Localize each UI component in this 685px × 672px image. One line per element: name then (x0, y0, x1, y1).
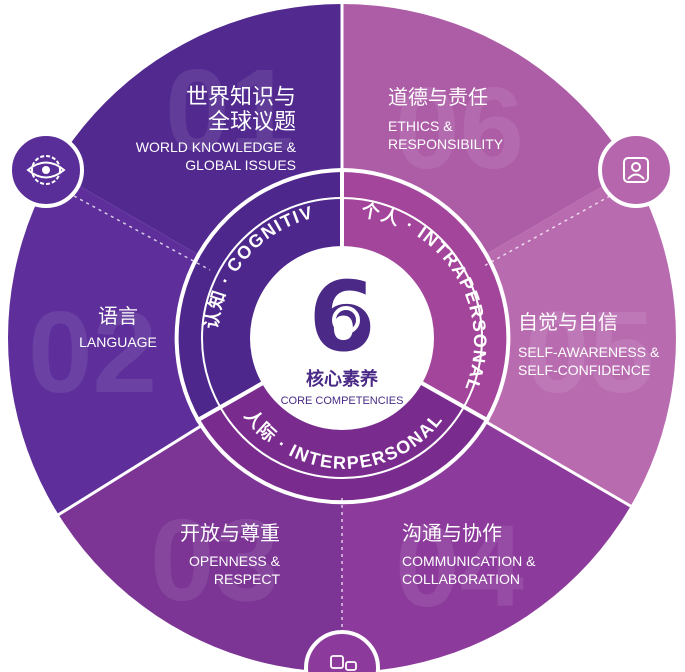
segment-01-en-line1: WORLD KNOWLEDGE & (136, 139, 297, 155)
segment-number-02: 02 (28, 287, 157, 417)
segment-06-en-line1: ETHICS & (388, 118, 453, 134)
segment-label-02: 语言 LANGUAGE (79, 304, 157, 350)
segment-01-cn-line2: 全球议题 (208, 110, 296, 135)
eye-gear-icon (8, 132, 84, 208)
segment-05-cn: 自觉与自信 (518, 310, 618, 334)
segment-label-01: 世界知识与 全球议题 WORLD KNOWLEDGE & GLOBAL ISSU… (136, 85, 297, 173)
segment-04-cn: 沟通与协作 (402, 521, 502, 545)
segment-01-en-line2: GLOBAL ISSUES (185, 157, 296, 173)
segment-number-03: 03 (150, 495, 279, 625)
people-chat-icon (304, 630, 380, 672)
segment-number-01: 01 (165, 45, 294, 175)
segment-04-en-line1: COMMUNICATION & (402, 553, 536, 569)
segment-label-05: 自觉与自信 SELF-AWARENESS & SELF-CONFIDENCE (518, 310, 660, 378)
six-logo-icon: 6 (309, 261, 376, 373)
segment-number-05: 05 (525, 287, 654, 417)
icon-connectors (73, 195, 611, 640)
segment-05-en-line1: SELF-AWARENESS & (518, 344, 660, 360)
segment-label-06: 道德与责任 ETHICS & RESPONSIBILITY (388, 85, 504, 152)
center-title-en: CORE COMPETENCIES (281, 395, 404, 407)
segment-number-06: 06 (395, 63, 524, 193)
segment-label-03: 开放与尊重 OPENNESS & RESPECT (180, 521, 281, 587)
segment-number-04: 04 (395, 501, 524, 631)
segment-05-bg (342, 160, 676, 508)
segment-label-04: 沟通与协作 COMMUNICATION & COLLABORATION (402, 521, 536, 587)
segment-02-bg (8, 140, 342, 520)
center-numeral: 6 (309, 261, 376, 373)
segment-05-en-line2: SELF-CONFIDENCE (518, 362, 650, 378)
segment-03-cn: 开放与尊重 (180, 521, 280, 545)
segment-06-cn: 道德与责任 (388, 85, 488, 109)
person-portrait-icon (598, 132, 674, 208)
segment-04-en-line2: COLLABORATION (402, 571, 520, 587)
center-circle (250, 246, 434, 430)
segment-02-cn: 语言 (98, 304, 138, 328)
segment-02-en: LANGUAGE (79, 334, 157, 350)
segment-03-en-line2: RESPECT (214, 571, 281, 587)
segment-numbers: 01 02 03 04 05 06 (28, 45, 654, 631)
segment-06-en-line2: RESPONSIBILITY (388, 136, 504, 152)
segment-03-en-line1: OPENNESS & (189, 553, 281, 569)
segment-01-cn-line1: 世界知识与 (186, 85, 296, 110)
center-title-cn: 核心素养 (306, 368, 379, 390)
